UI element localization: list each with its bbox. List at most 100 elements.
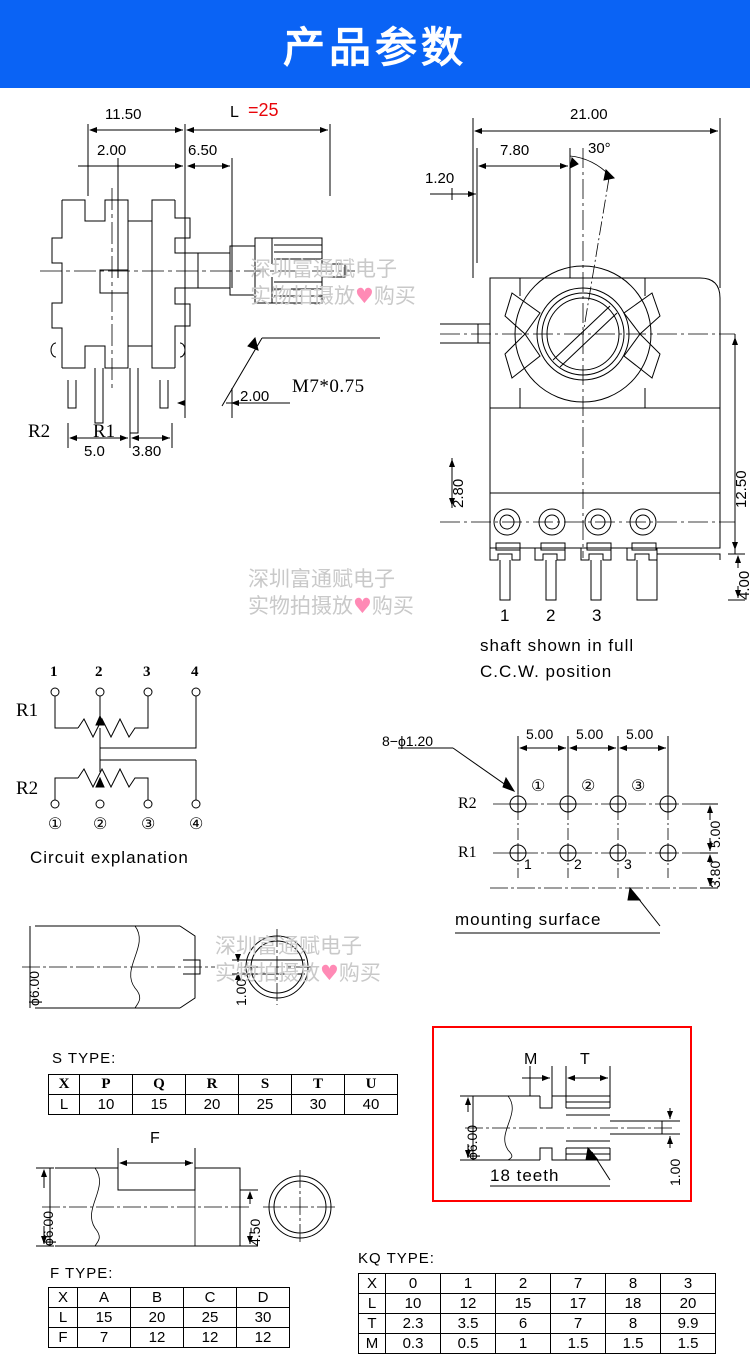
s-type-table: X P Q R S T U L 10 15 20 25 30 40 (48, 1074, 398, 1115)
dim-L-label: L (230, 104, 239, 121)
table-row: L 10 15 20 25 30 40 (48, 1094, 398, 1115)
s-cell: 40 (344, 1094, 398, 1115)
table-row: T 2.3 3.5 6 7 8 9.9 (358, 1313, 716, 1334)
pcb-mounting-surface-note: mounting surface (455, 910, 602, 929)
table-row: L 15 20 25 30 (48, 1307, 290, 1328)
dim-4-00: 4.00 (736, 570, 750, 600)
s-type-table-title: S TYPE: (52, 1050, 117, 1067)
pcb-row-r1: R1 (458, 844, 477, 861)
f-cell: 12 (183, 1327, 237, 1348)
kq-cell: 7 (550, 1273, 606, 1294)
s-shaft-dia: ϕ6.00 (26, 970, 42, 1006)
circuit-label-r1: R1 (16, 700, 39, 721)
pcb-plain-2: 2 (574, 856, 582, 872)
f-cell: 20 (130, 1307, 184, 1328)
s-cell: 10 (79, 1094, 133, 1115)
dim-30-deg: 30° (588, 140, 611, 157)
table-row: L 10 12 15 17 18 20 (358, 1293, 716, 1314)
table-row: X P Q R S T U (48, 1074, 398, 1095)
dim-1-20: 1.20 (425, 170, 455, 187)
pcb-dim-h2: 5.00 (576, 726, 604, 742)
pcb-circled-1: ① (531, 778, 546, 795)
kq-cell: 15 (495, 1293, 551, 1314)
circuit-top-pin-1: 1 (50, 664, 58, 680)
f-row-key: L (48, 1307, 78, 1328)
shaft-note-line2: C.C.W. position (480, 662, 613, 681)
kq-cell: 20 (660, 1293, 716, 1314)
kq-shaft-highlight-box (432, 1026, 692, 1202)
kq-cell: 3 (660, 1273, 716, 1294)
circuit-bottom-pin-2: ② (93, 816, 108, 833)
f-cell: 12 (236, 1327, 290, 1348)
dim-2-80: 2.80 (450, 478, 467, 508)
thread-spec-label: M7*0.75 (292, 376, 365, 397)
pin-label-3: 3 (592, 606, 602, 625)
s-cell: R (185, 1074, 239, 1095)
pin-label-2: 2 (546, 606, 556, 625)
f-cell: 12 (130, 1327, 184, 1348)
s-cell: 30 (291, 1094, 345, 1115)
s-shaft-slot-dim: 1.00 (233, 978, 249, 1006)
dim-2-00-bottom: 2.00 (240, 388, 270, 405)
f-type-table-title: F TYPE: (50, 1265, 114, 1282)
pcb-hole-note: 8−ϕ1.20 (382, 733, 434, 749)
kq-cell: 10 (385, 1293, 441, 1314)
f-cell: A (77, 1287, 131, 1308)
f-cell: C (183, 1287, 237, 1308)
kq-shaft-dia: ϕ6.00 (464, 1124, 480, 1160)
pcb-plain-1: 1 (524, 856, 532, 872)
kq-cell: 1 (495, 1333, 551, 1354)
kq-cell: 2 (495, 1273, 551, 1294)
dim-12-50: 12.50 (733, 470, 750, 508)
s-row-key: L (48, 1094, 80, 1115)
kq-cell: 7 (550, 1313, 606, 1334)
dim-5-0: 5.0 (84, 443, 105, 460)
dim-3-80: 3.80 (132, 443, 162, 460)
kq-cell: 8 (605, 1273, 661, 1294)
kq-cell: 1.5 (550, 1333, 606, 1354)
circuit-top-pin-2: 2 (95, 664, 103, 680)
kq-type-table: X 0 1 2 7 8 3 L 10 12 15 17 18 20 T 2.3 … (358, 1273, 716, 1354)
page-title: 产品参数 (282, 22, 467, 72)
f-shaft-flat-dim: 4.50 (247, 1218, 263, 1246)
kq-cell: 1 (440, 1273, 496, 1294)
kq-cell: 0.5 (440, 1333, 496, 1354)
drawing-canvas: 11.50 L =25 2.00 6.50 2.00 M7*0.75 R2 R1… (0, 88, 750, 1354)
s-cell: S (238, 1074, 292, 1095)
kq-cell: 1.5 (605, 1333, 661, 1354)
f-shaft-f-dim: F (150, 1130, 160, 1147)
table-row: M 0.3 0.5 1 1.5 1.5 1.5 (358, 1333, 716, 1354)
circuit-top-pin-3: 3 (143, 664, 151, 680)
dim-21-00: 21.00 (570, 106, 608, 123)
pcb-dim-h1: 5.00 (526, 726, 554, 742)
kq-cell: 17 (550, 1293, 606, 1314)
dim-6-50: 6.50 (188, 142, 218, 159)
pcb-plain-3: 3 (624, 856, 632, 872)
f-cell: D (236, 1287, 290, 1308)
kq-dim-t: T (580, 1051, 590, 1068)
circuit-top-pin-4: 4 (191, 664, 199, 680)
dim-7-80: 7.80 (500, 142, 530, 159)
kq-cell: 9.9 (660, 1313, 716, 1334)
kq-cell: 3.5 (440, 1313, 496, 1334)
f-cell: 7 (77, 1327, 131, 1348)
s-cell: T (291, 1074, 345, 1095)
circuit-label-r2: R2 (16, 778, 39, 799)
f-shaft-dia: ϕ6.00 (40, 1210, 56, 1246)
kq-row-key: M (358, 1333, 386, 1354)
s-cell: U (344, 1074, 398, 1095)
s-cell: Q (132, 1074, 186, 1095)
kq-cell: 6 (495, 1313, 551, 1334)
kq-cell: 18 (605, 1293, 661, 1314)
kq-dim-m: M (524, 1051, 538, 1068)
kq-row-key: L (358, 1293, 386, 1314)
f-cell: B (130, 1287, 184, 1308)
table-row: X A B C D (48, 1287, 290, 1308)
circuit-bottom-pin-3: ③ (141, 816, 156, 833)
f-cell: 25 (183, 1307, 237, 1328)
kq-cell: 0 (385, 1273, 441, 1294)
pcb-circled-2: ② (581, 778, 596, 795)
kq-cell: 0.3 (385, 1333, 441, 1354)
f-type-table: X A B C D L 15 20 25 30 F 7 12 12 12 (48, 1287, 290, 1348)
kq-row-key: T (358, 1313, 386, 1334)
